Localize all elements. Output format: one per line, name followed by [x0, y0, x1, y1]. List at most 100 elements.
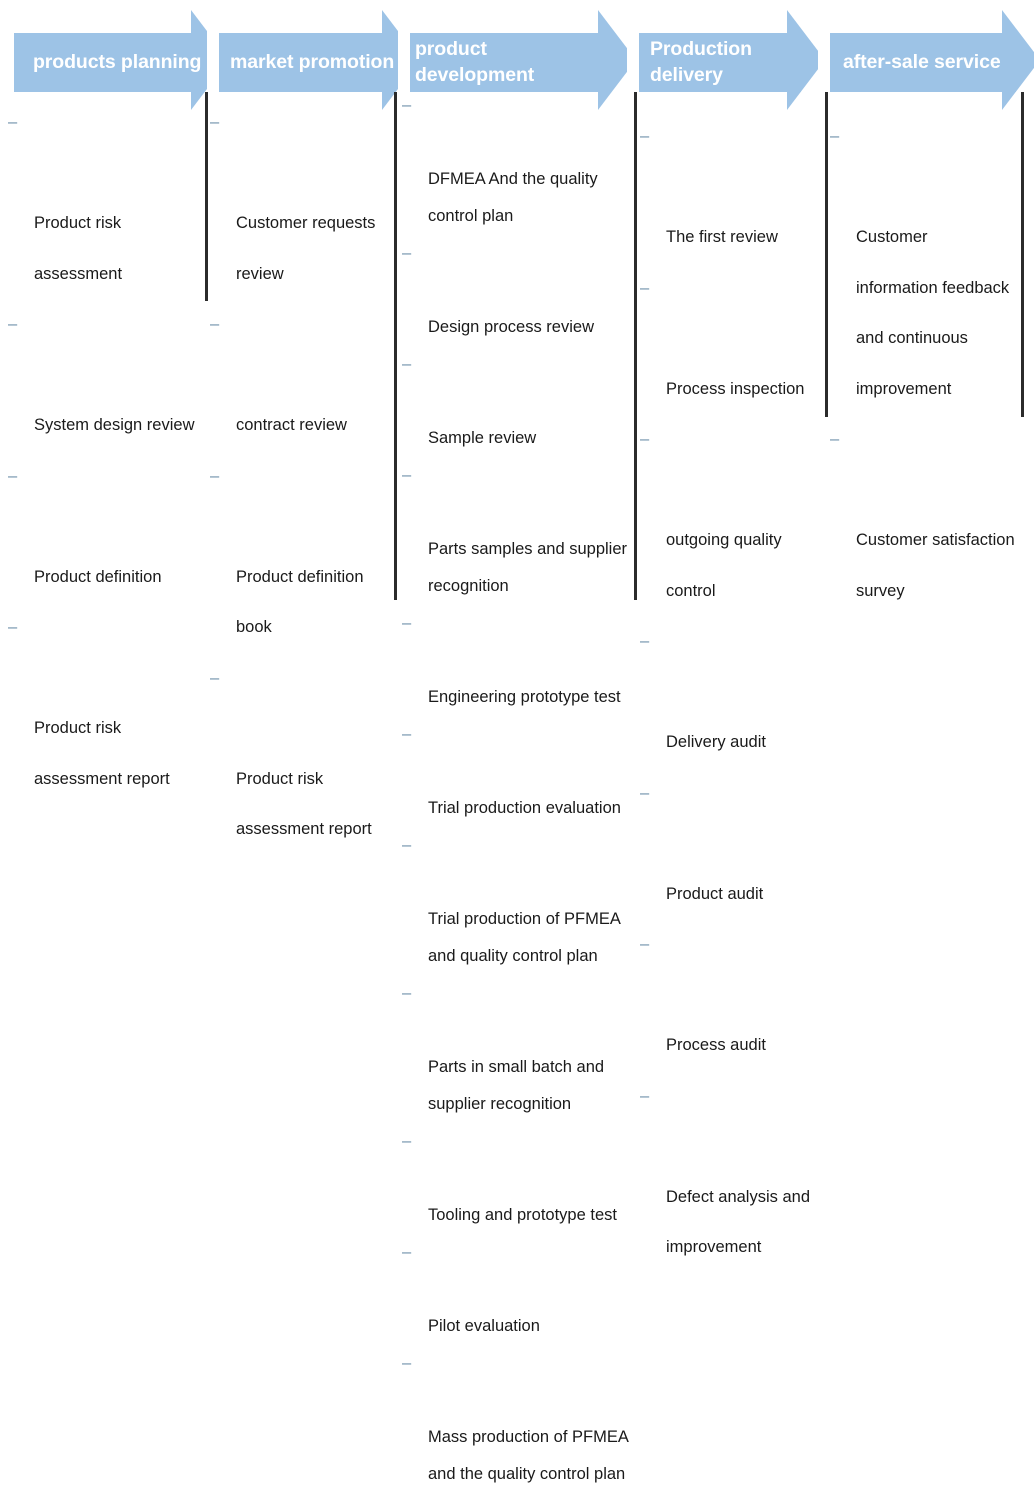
bullet-dash-icon: –	[640, 935, 650, 953]
list-item-text: Pilot evaluation	[428, 1317, 540, 1335]
bullet-dash-icon: –	[402, 1354, 412, 1372]
list-item-text: Product audit	[666, 884, 764, 903]
stage-items-market-promotion: – Customer requests review – contract re…	[210, 97, 390, 855]
list-item-text: Process inspection	[666, 379, 805, 398]
bullet-dash-icon: –	[8, 466, 18, 485]
list-item[interactable]: – contract review	[210, 299, 390, 451]
list-item-text: Process audit	[666, 1036, 766, 1054]
list-item[interactable]: – Product risk assessment report	[8, 602, 198, 804]
stage-title-after-sale-service: after-sale service	[843, 50, 1001, 73]
bullet-dash-icon: –	[402, 244, 412, 262]
list-item[interactable]: – Customer information feedback and cont…	[830, 111, 1030, 414]
list-item[interactable]: – Customer satisfaction survey	[830, 414, 1030, 616]
stage-arrow-product-development[interactable]: product development	[398, 10, 636, 110]
list-item-text: System design review	[34, 416, 195, 434]
stage-title-market-promotion: market promotion	[230, 50, 395, 73]
list-item-text: Delivery audit	[666, 733, 766, 751]
bullet-dash-icon: –	[402, 466, 412, 484]
bullet-dash-icon: –	[402, 984, 412, 1002]
list-item[interactable]: – Mass production of PFMEA and the quali…	[402, 1345, 634, 1492]
stage-arrow-after-sale-service[interactable]: after-sale service	[818, 10, 1034, 110]
list-item[interactable]: – Product audit	[640, 768, 830, 920]
bullet-dash-icon: –	[402, 355, 412, 373]
list-item[interactable]: – Sample review	[402, 346, 634, 457]
stage-arrow-production-delivery[interactable]: Production delivery	[627, 10, 825, 110]
list-item-text: Design process review	[428, 318, 594, 336]
list-item[interactable]: – Parts in small batch and supplier reco…	[402, 975, 634, 1123]
list-item[interactable]: – Product definition	[8, 451, 198, 603]
list-item[interactable]: – DFMEA And the quality control plan	[402, 87, 634, 235]
list-item[interactable]: – System design review	[8, 299, 198, 451]
list-item[interactable]: – The first review	[640, 111, 830, 263]
list-item[interactable]: – Trial production evaluation	[402, 716, 634, 827]
bullet-dash-icon: –	[640, 430, 650, 448]
column-divider-1	[205, 92, 208, 301]
arrow-body	[410, 33, 610, 92]
list-item[interactable]: – Trial production of PFMEA and quality …	[402, 827, 634, 975]
list-item-text: Defect analysis and improvement	[666, 1187, 810, 1257]
list-item[interactable]: – Design process review	[402, 235, 634, 346]
stage-items-product-development: – DFMEA And the quality control plan – D…	[402, 87, 634, 1492]
bullet-dash-icon: –	[640, 127, 650, 145]
stage-items-production-delivery: – The first review – Process inspection …	[640, 111, 830, 1273]
list-item-text: contract review	[236, 416, 347, 434]
list-item[interactable]: – Product risk assessment report	[210, 653, 390, 855]
bullet-dash-icon: –	[210, 466, 220, 485]
list-item-text: Product definition	[34, 567, 162, 586]
bullet-dash-icon: –	[640, 1086, 650, 1105]
stage-title-product-development: product development	[415, 37, 535, 86]
list-item-text: Parts in small batch and supplier recogn…	[428, 1058, 605, 1113]
list-item-text: outgoing quality control	[666, 531, 782, 600]
bullet-dash-icon: –	[640, 783, 650, 802]
list-item[interactable]: – Parts samples and supplier recognition	[402, 457, 634, 605]
list-item-text: Sample review	[428, 429, 537, 447]
stage-arrow-market-promotion[interactable]: market promotion	[207, 10, 420, 110]
list-item-text: Customer requests review	[236, 214, 376, 283]
bullet-dash-icon: –	[210, 113, 220, 131]
bullet-dash-icon: –	[640, 632, 650, 650]
list-item[interactable]: – outgoing quality control	[640, 414, 830, 616]
list-item-text: Mass production of PFMEA and the quality…	[428, 1428, 629, 1483]
list-item[interactable]: – Process audit	[640, 919, 830, 1071]
list-item-text: Product definition book	[236, 567, 364, 637]
column-divider-5	[1021, 92, 1024, 417]
list-item-text: Parts samples and supplier recognition	[428, 540, 628, 595]
bullet-dash-icon: –	[210, 315, 220, 333]
arrow-body	[14, 33, 201, 92]
bullet-dash-icon: –	[402, 725, 412, 743]
list-item-text: Product risk assessment	[34, 214, 123, 283]
process-flow-diagram: products planning market promotion produ…	[8, 10, 1034, 1483]
bullet-dash-icon: –	[830, 127, 840, 145]
list-item[interactable]: – Tooling and prototype test	[402, 1123, 634, 1234]
list-item[interactable]: – Product definition book	[210, 451, 390, 653]
stage-items-after-sale-service: – Customer information feedback and cont…	[830, 111, 1030, 616]
stage-items-products-planning: – Product risk assessment – System desig…	[8, 97, 198, 804]
bullet-dash-icon: –	[402, 614, 412, 632]
list-item[interactable]: – Engineering prototype test	[402, 605, 634, 716]
bullet-dash-icon: –	[402, 836, 412, 854]
arrow-body	[830, 33, 1016, 92]
stage-title-production-delivery: Production delivery	[650, 37, 752, 86]
list-item[interactable]: – Defect analysis and improvement	[640, 1071, 830, 1273]
list-item-text: Engineering prototype test	[428, 688, 621, 706]
bullet-dash-icon: –	[402, 1132, 412, 1150]
stage-arrow-products-planning[interactable]: products planning	[14, 10, 229, 110]
column-divider-3	[634, 92, 637, 600]
list-item-text: Trial production evaluation	[428, 799, 621, 817]
list-item[interactable]: – Process inspection	[640, 263, 830, 415]
list-item-text: Customer satisfaction survey	[856, 531, 1015, 600]
column-divider-4	[825, 92, 828, 417]
bullet-dash-icon: –	[402, 1243, 412, 1261]
list-item-text: Customer information feedback and contin…	[856, 228, 1010, 398]
arrow-body	[219, 33, 392, 92]
list-item-text: Product risk assessment report	[236, 769, 372, 839]
list-item[interactable]: – Delivery audit	[640, 616, 830, 768]
list-item[interactable]: – Pilot evaluation	[402, 1234, 634, 1345]
bullet-dash-icon: –	[210, 668, 220, 687]
bullet-dash-icon: –	[402, 96, 412, 114]
list-item[interactable]: – Customer requests review	[210, 97, 390, 299]
bullet-dash-icon: –	[640, 278, 650, 297]
list-item[interactable]: – Product risk assessment	[8, 97, 198, 299]
bullet-dash-icon: –	[830, 430, 840, 448]
bullet-dash-icon: –	[8, 315, 18, 333]
